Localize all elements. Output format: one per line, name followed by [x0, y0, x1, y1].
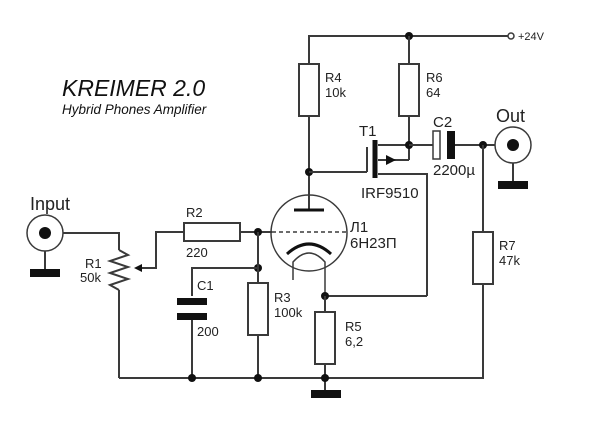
mosfet-t1: T1 IRF9510 — [359, 123, 428, 296]
subtitle: Hybrid Phones Amplifier — [62, 102, 207, 117]
input-label: Input — [30, 194, 70, 214]
title: KREIMER 2.0 — [62, 75, 205, 101]
r2-ref: R2 — [186, 205, 203, 220]
ground-symbol — [498, 181, 528, 189]
l1-value: 6Н23П — [350, 235, 397, 252]
r1-value: 50k — [80, 270, 101, 285]
r6-ref: R6 — [426, 70, 443, 85]
supply-label: +24V — [518, 31, 545, 43]
tube-l1: Л1 6Н23П — [270, 194, 397, 296]
capacitor-c1: C1 200 — [177, 278, 219, 378]
potentiometer-r1: R1 50k — [59, 232, 132, 378]
resistor-r5: R5 6,2 — [311, 296, 363, 398]
ground-symbol — [30, 269, 60, 277]
output-label: Out — [496, 106, 525, 126]
t1-ref: T1 — [359, 123, 377, 140]
ground-symbol — [311, 390, 341, 398]
r4-ref: R4 — [325, 70, 342, 85]
r7-value: 47k — [499, 253, 520, 268]
t1-value: IRF9510 — [361, 185, 419, 202]
r3-ref: R3 — [274, 290, 291, 305]
resistor-r2: R2 220 — [134, 205, 241, 272]
r6-value: 64 — [426, 85, 440, 100]
r2-value: 220 — [186, 245, 208, 260]
r7-ref: R7 — [499, 238, 516, 253]
c2-ref: C2 — [433, 114, 452, 131]
c1-value: 200 — [197, 324, 219, 339]
supply-rail: +24V — [308, 31, 545, 64]
input-connector: Input — [26, 194, 70, 277]
r5-ref: R5 — [345, 319, 362, 334]
r1-ref: R1 — [85, 256, 102, 271]
c1-ref: C1 — [197, 278, 214, 293]
resistor-r7: R7 47k — [119, 145, 520, 379]
capacitor-c2: C2 2200µ — [409, 114, 495, 179]
resistor-r4: R4 10k — [298, 63, 346, 195]
r3-value: 100k — [274, 305, 303, 320]
r4-value: 10k — [325, 85, 346, 100]
c2-value: 2200µ — [433, 162, 475, 179]
resistor-r3: R3 100k — [247, 282, 303, 378]
l1-ref: Л1 — [350, 219, 368, 236]
r5-value: 6,2 — [345, 334, 363, 349]
supply-terminal — [507, 32, 515, 40]
output-connector: Out — [494, 106, 532, 189]
